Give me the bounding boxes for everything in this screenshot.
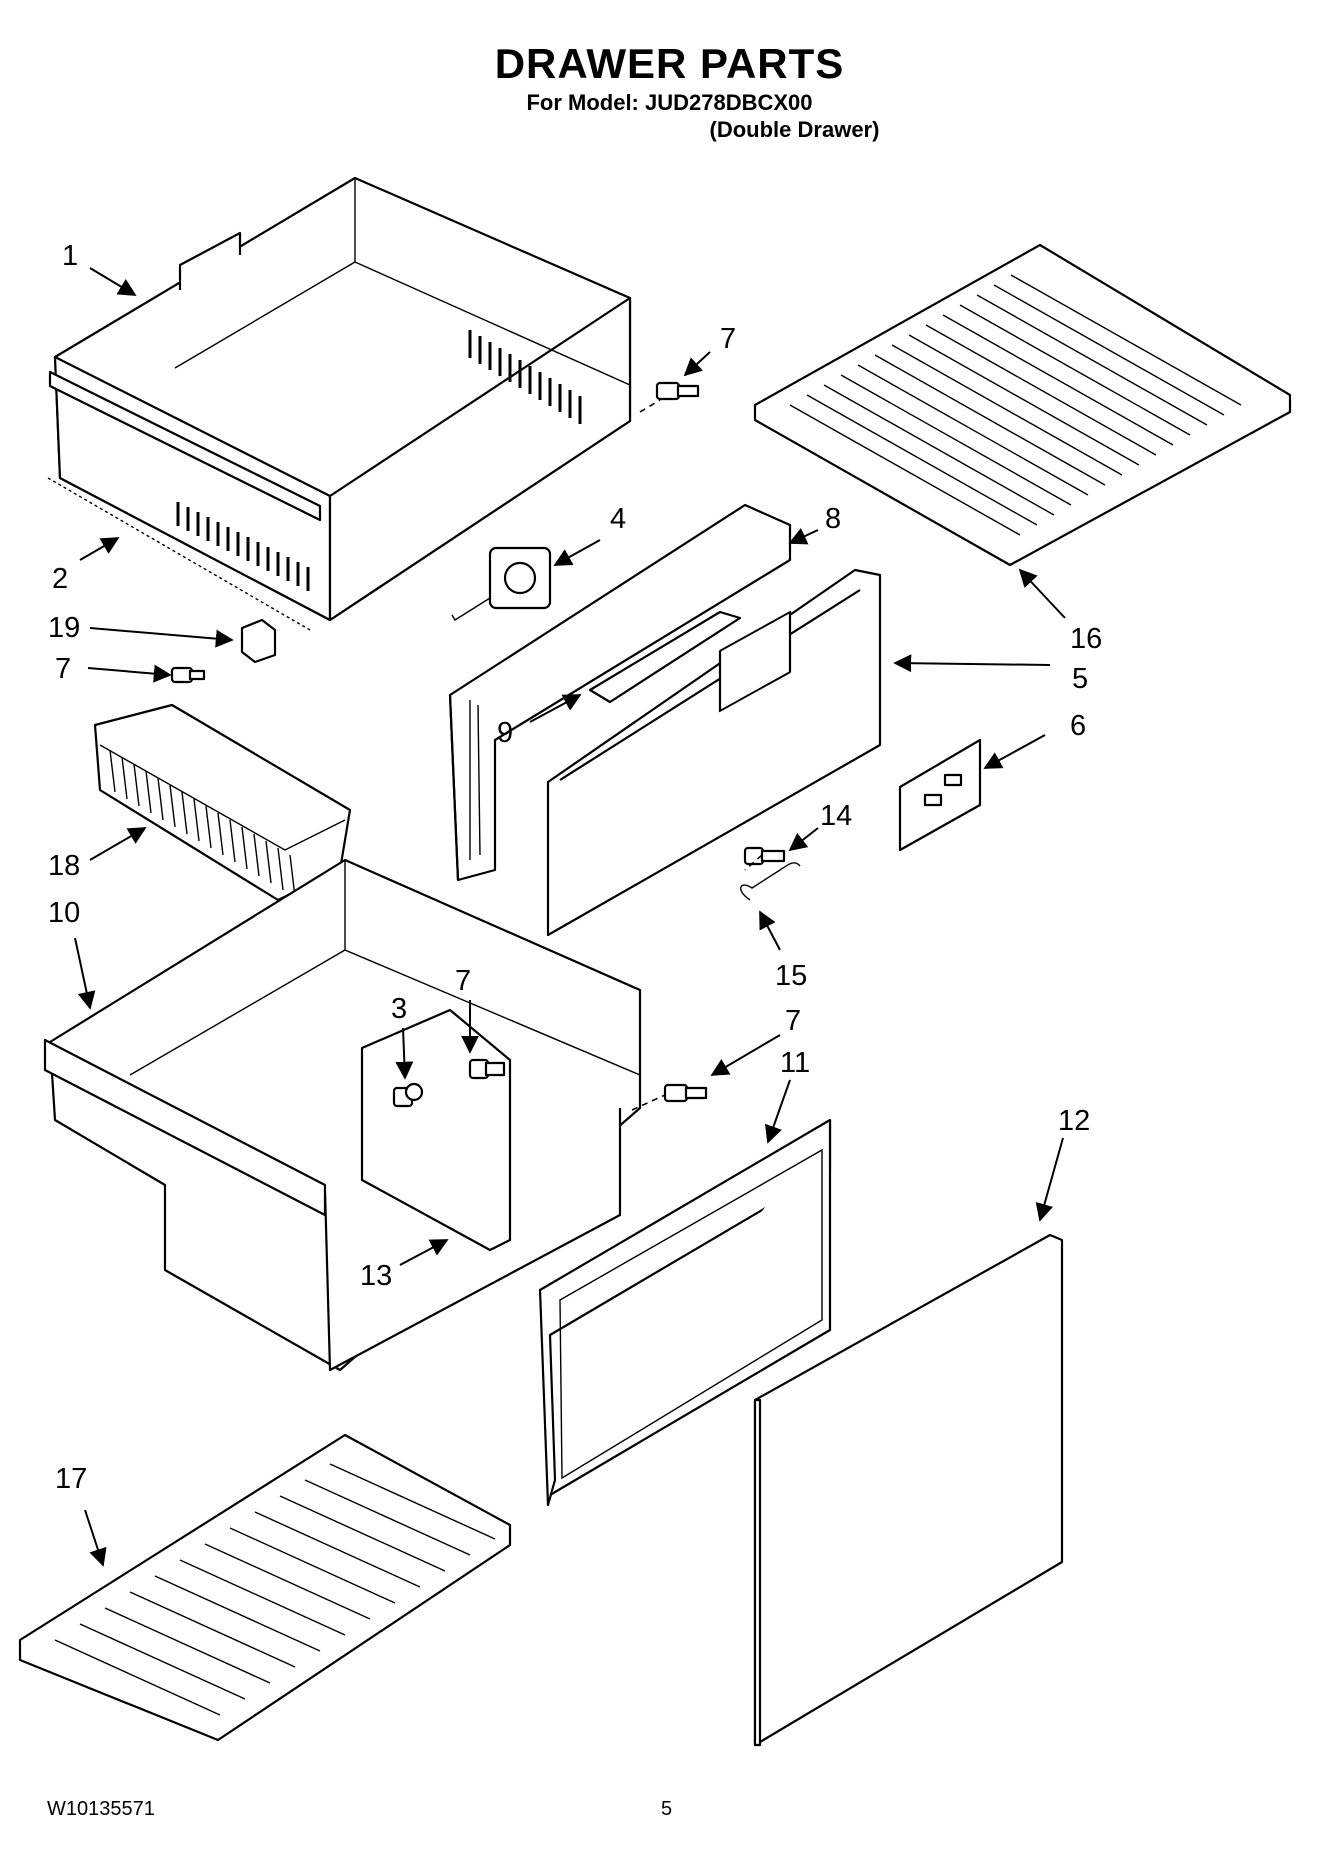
vent-slot [857,364,1089,496]
vent-slot [840,374,1072,506]
leader-lines [74,267,1066,1567]
vent-slot [289,854,296,898]
vent-slot [179,1559,346,1636]
heater-bracket [240,618,277,664]
alignment-line [744,854,763,871]
vent-slot [104,1607,271,1684]
callout-4-label: 4 [610,503,626,535]
vent-slot [193,798,200,842]
vent-slot [976,294,1208,426]
vent-slot [229,1527,396,1604]
callout-2: 2 [52,563,68,595]
callout-10: 10 [48,897,80,929]
vent-slot [925,324,1157,456]
vent-slot [229,819,236,863]
vent-slot [169,784,176,828]
vent-slot [265,840,272,884]
vent-slot [277,847,284,891]
callout-9: 9 [497,717,513,749]
lower-shelf [18,1433,512,1742]
vent-slot [279,1495,446,1572]
vent-slot [181,791,188,835]
callout-13: 13 [360,1260,392,1292]
vent-slot [154,1575,321,1652]
callout-7-right: 7 [785,1005,801,1037]
control-board [898,738,982,852]
variant-line: (Double Drawer) [709,117,880,142]
document-number: W10135571 [47,1798,155,1820]
heater-strip [47,477,311,631]
vent-slot [253,833,260,877]
vent-slot [129,1591,296,1668]
callout-1: 1 [62,240,78,272]
vent-slot [823,384,1055,516]
callout-8: 8 [825,503,841,535]
vent-slot [109,749,116,793]
vent-slot [959,304,1191,436]
upper-door-panel [546,568,882,937]
screw-part-3 [392,1082,424,1108]
vent-slot [121,756,128,800]
callout-11: 11 [780,1047,810,1079]
vent-slot [133,763,140,807]
upper-drawer-bin [48,176,632,622]
vent-slot [1010,274,1242,406]
callout-labels: 1 2 3 8 4 5 6 7 7 7 7 8 9 10 11 12 13 14… [48,240,1102,1495]
callout-3: 3 [391,993,407,1025]
vent-slot [806,394,1038,526]
vent-slot [908,334,1140,466]
control-panel [588,610,742,704]
callout-7-left: 7 [55,653,71,685]
vent-slot [204,1543,371,1620]
vent-slot [217,812,224,856]
vent-slot [54,1639,221,1716]
vent-slot [241,826,248,870]
callout-7-top: 7 [720,323,736,355]
screw-part-7-c [663,1083,708,1103]
ground-wire [740,862,801,901]
lower-door-gasket [538,1118,832,1507]
vent-slot [942,314,1174,446]
callout-6: 6 [1070,710,1086,742]
vent-slot [157,777,164,821]
vent-slot [79,1623,246,1700]
model-line: For Model: JUD278DBCX00 [526,90,813,115]
screw-part-7-a [170,666,206,684]
callout-19: 19 [48,612,80,644]
screw-part-7-b [468,1058,506,1080]
callout-14: 14 [820,800,852,832]
callout-12: 12 [1058,1105,1090,1137]
wire-basket [93,703,352,902]
callout-15: 15 [775,960,807,992]
vent-slot [874,354,1106,486]
callout-18: 18 [48,850,80,882]
page-number: 5 [661,1798,673,1820]
upper-shelf [753,243,1292,567]
lower-door-panel [753,1233,1064,1747]
callout-17: 17 [55,1463,87,1495]
callout-16: 16 [1070,623,1102,655]
vent-slot [789,404,1021,536]
vent-slot [205,805,212,849]
vent-slot [993,284,1225,416]
vent-slot [329,1463,496,1540]
vent-slot [304,1479,471,1556]
vent-slot [145,770,152,814]
callout-7-mid: 7 [455,965,471,997]
vent-slot [891,344,1123,476]
callout-5: 5 [1072,663,1088,695]
upper-door-gasket [448,503,792,882]
alignment-line [639,399,661,413]
vent-slot [254,1511,421,1588]
fan-motor [451,546,552,621]
screw-part-7-d [655,381,700,401]
page-title: DRAWER PARTS [494,40,845,87]
screw-part-14 [743,846,786,866]
